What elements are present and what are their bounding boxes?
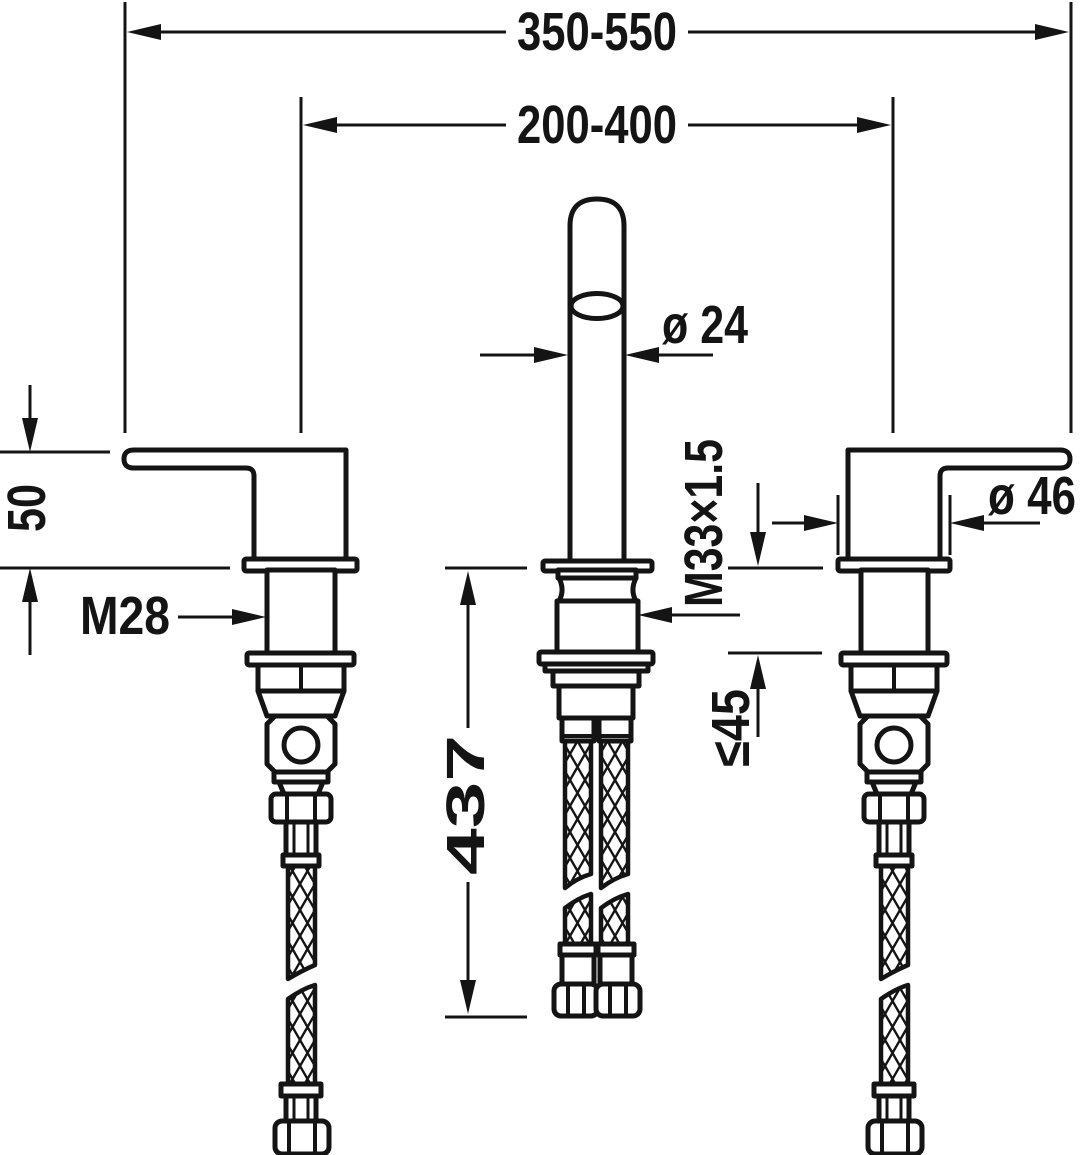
spout-outlet xyxy=(568,291,626,321)
connection-nut xyxy=(861,791,927,825)
hose-end-ribs xyxy=(283,1093,319,1124)
left-handle xyxy=(121,447,360,1155)
dimension-handle-spacing: 200-400 xyxy=(299,95,895,433)
valve-port xyxy=(281,725,321,765)
handle-shank xyxy=(858,567,931,657)
label-handle-spacing: 200-400 xyxy=(517,95,677,155)
label-overall-width: 350-550 xyxy=(517,2,677,62)
arrowhead-left xyxy=(625,347,659,363)
label-base-diameter: ø 46 xyxy=(988,466,1076,526)
arrowhead-left xyxy=(127,24,161,40)
label-supply-length: 437 xyxy=(436,735,496,875)
arrowhead-down xyxy=(460,980,476,1014)
braided-hose-lower xyxy=(562,891,594,947)
label-mounting-thickness: ≤45 xyxy=(701,689,761,767)
spout-tube xyxy=(567,196,627,565)
hose-end-ribs xyxy=(876,1093,912,1124)
spout-shank-body xyxy=(554,598,641,656)
spout-neck xyxy=(556,575,639,604)
callout-spout-thread: M33×1.5 xyxy=(638,439,740,623)
braided-hose-upper xyxy=(598,738,631,891)
arrowhead-up xyxy=(22,568,38,602)
center-supply-hoses xyxy=(551,715,643,1019)
handle-lever xyxy=(121,447,349,562)
arrowhead-right xyxy=(804,515,838,531)
ribbed-stem xyxy=(283,819,319,858)
arrowhead-left xyxy=(638,607,672,623)
label-spout-diameter: ø 24 xyxy=(662,295,748,355)
taper xyxy=(848,688,940,719)
dimension-spout-diameter: ø 24 xyxy=(480,295,748,363)
handle-lever xyxy=(845,447,1073,562)
hose-nut xyxy=(272,1118,332,1155)
hose-nut xyxy=(593,981,643,1019)
connection-nut xyxy=(268,791,334,825)
spout-assembly xyxy=(536,196,656,1019)
spout-step-3 xyxy=(556,683,636,721)
braided-hose-upper xyxy=(878,863,911,982)
dimension-overall-width: 350-550 xyxy=(123,2,1073,433)
braided-hose-upper xyxy=(285,863,318,982)
label-spout-thread: M33×1.5 xyxy=(674,439,734,607)
arrowhead-right xyxy=(1035,24,1069,40)
dimension-mounting-thickness: ≤45 xyxy=(701,483,823,767)
callout-handle-thread: M28 xyxy=(80,586,266,646)
arrowhead-up xyxy=(750,655,766,689)
braided-hose-upper xyxy=(562,738,594,891)
braided-hose-lower xyxy=(598,891,631,947)
label-handle-thread: M28 xyxy=(80,586,170,646)
arrowhead-right xyxy=(534,347,568,363)
dimension-handle-height: 50 xyxy=(0,385,230,655)
arrowhead-left xyxy=(950,515,984,531)
hose-end-sleeve xyxy=(559,952,597,987)
hose-nut xyxy=(865,1118,925,1155)
arrowhead-up xyxy=(460,571,476,605)
handle-shank xyxy=(264,567,338,657)
arrowhead-right xyxy=(857,117,891,133)
dimension-base-diameter: ø 46 xyxy=(772,466,1076,555)
hose-nut xyxy=(551,981,601,1019)
valve-port xyxy=(874,725,914,765)
right-handle xyxy=(835,447,1073,1155)
braided-hose-lower xyxy=(285,982,318,1087)
arrowhead-down xyxy=(750,532,766,566)
braided-hose-lower xyxy=(878,982,911,1087)
arrowhead-left xyxy=(303,117,337,133)
hose-end-sleeve xyxy=(597,952,635,987)
taper xyxy=(255,688,347,719)
ribbed-stem xyxy=(876,819,912,858)
dimension-supply-length: 437 xyxy=(436,566,527,1019)
arrowhead-down xyxy=(22,418,38,452)
arrowhead-right xyxy=(232,609,266,625)
label-handle-height: 50 xyxy=(0,484,57,532)
